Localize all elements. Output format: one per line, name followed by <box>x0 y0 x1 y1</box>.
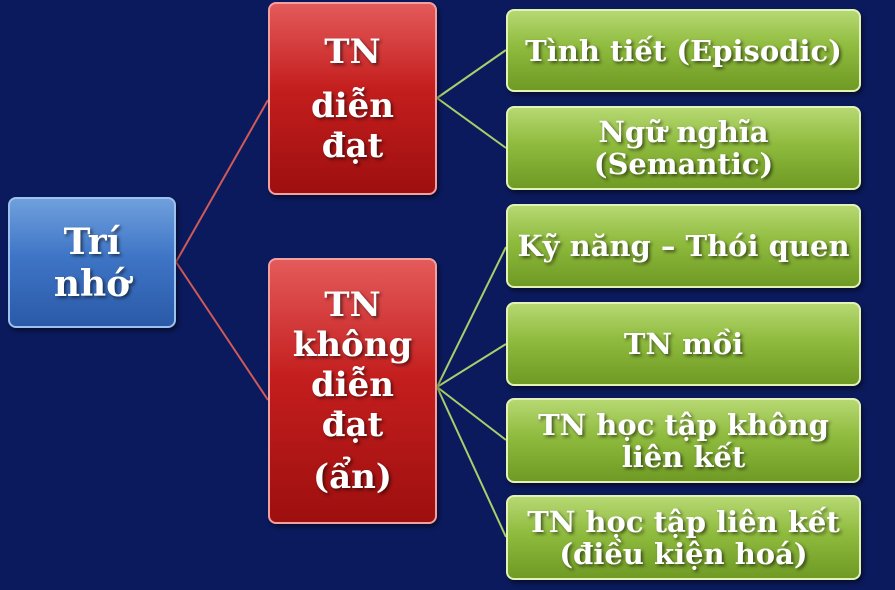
leaf-node-episodic: Tình tiết (Episodic) <box>506 9 861 92</box>
associative-label-line-1: TN học tập liên kết <box>527 504 840 539</box>
leaf-node-nonassociative-learning: TN học tập không liên kết <box>506 398 861 483</box>
connector-implicit-priming <box>436 343 507 388</box>
nonassociative-label-line-2: liên kết <box>621 439 746 474</box>
explicit-label-line-3: đạt <box>321 125 384 166</box>
branch-node-implicit: TN không diễn đạt (ẩn) <box>268 258 437 524</box>
nonassociative-label-line-1: TN học tập không <box>538 407 829 442</box>
implicit-label-line-3: diễn <box>310 365 395 405</box>
connector-explicit-episodic <box>436 49 507 99</box>
explicit-label-line-2: diễn <box>310 85 395 126</box>
connector-explicit-semantic <box>436 97 507 149</box>
implicit-label-line-4: đạt <box>321 405 384 445</box>
semantic-label-line-2: (Semantic) <box>593 147 774 181</box>
skills-habits-label: Kỹ năng – Thói quen <box>517 229 850 263</box>
explicit-label-line-1: TN <box>324 31 381 72</box>
connector-root-implicit <box>175 261 269 401</box>
semantic-label-line-1: Ngữ nghĩa <box>598 115 769 149</box>
leaf-node-associative-learning: TN học tập liên kết (điều kiện hoá) <box>506 495 861 580</box>
implicit-label-line-2: không <box>292 325 413 365</box>
associative-label-line-2: (điều kiện hoá) <box>559 536 808 571</box>
root-node-memory: Trí nhớ <box>8 197 176 328</box>
leaf-node-semantic: Ngữ nghĩa (Semantic) <box>506 106 861 190</box>
branch-node-explicit: TN diễn đạt <box>268 2 437 195</box>
connector-implicit-nonassociative <box>436 386 507 441</box>
root-label-line-2: nhớ <box>53 262 131 305</box>
leaf-node-priming: TN mồi <box>506 302 861 386</box>
connector-root-explicit <box>175 99 269 263</box>
connector-implicit-associative <box>436 386 507 538</box>
connector-implicit-skills <box>436 246 507 388</box>
implicit-label-line-5: (ẩn) <box>313 457 392 497</box>
implicit-label-line-1: TN <box>324 285 381 325</box>
leaf-node-skills-habits: Kỹ năng – Thói quen <box>506 204 861 288</box>
episodic-label: Tình tiết (Episodic) <box>525 33 842 68</box>
root-label-line-1: Trí <box>63 220 121 263</box>
priming-label: TN mồi <box>623 327 744 361</box>
